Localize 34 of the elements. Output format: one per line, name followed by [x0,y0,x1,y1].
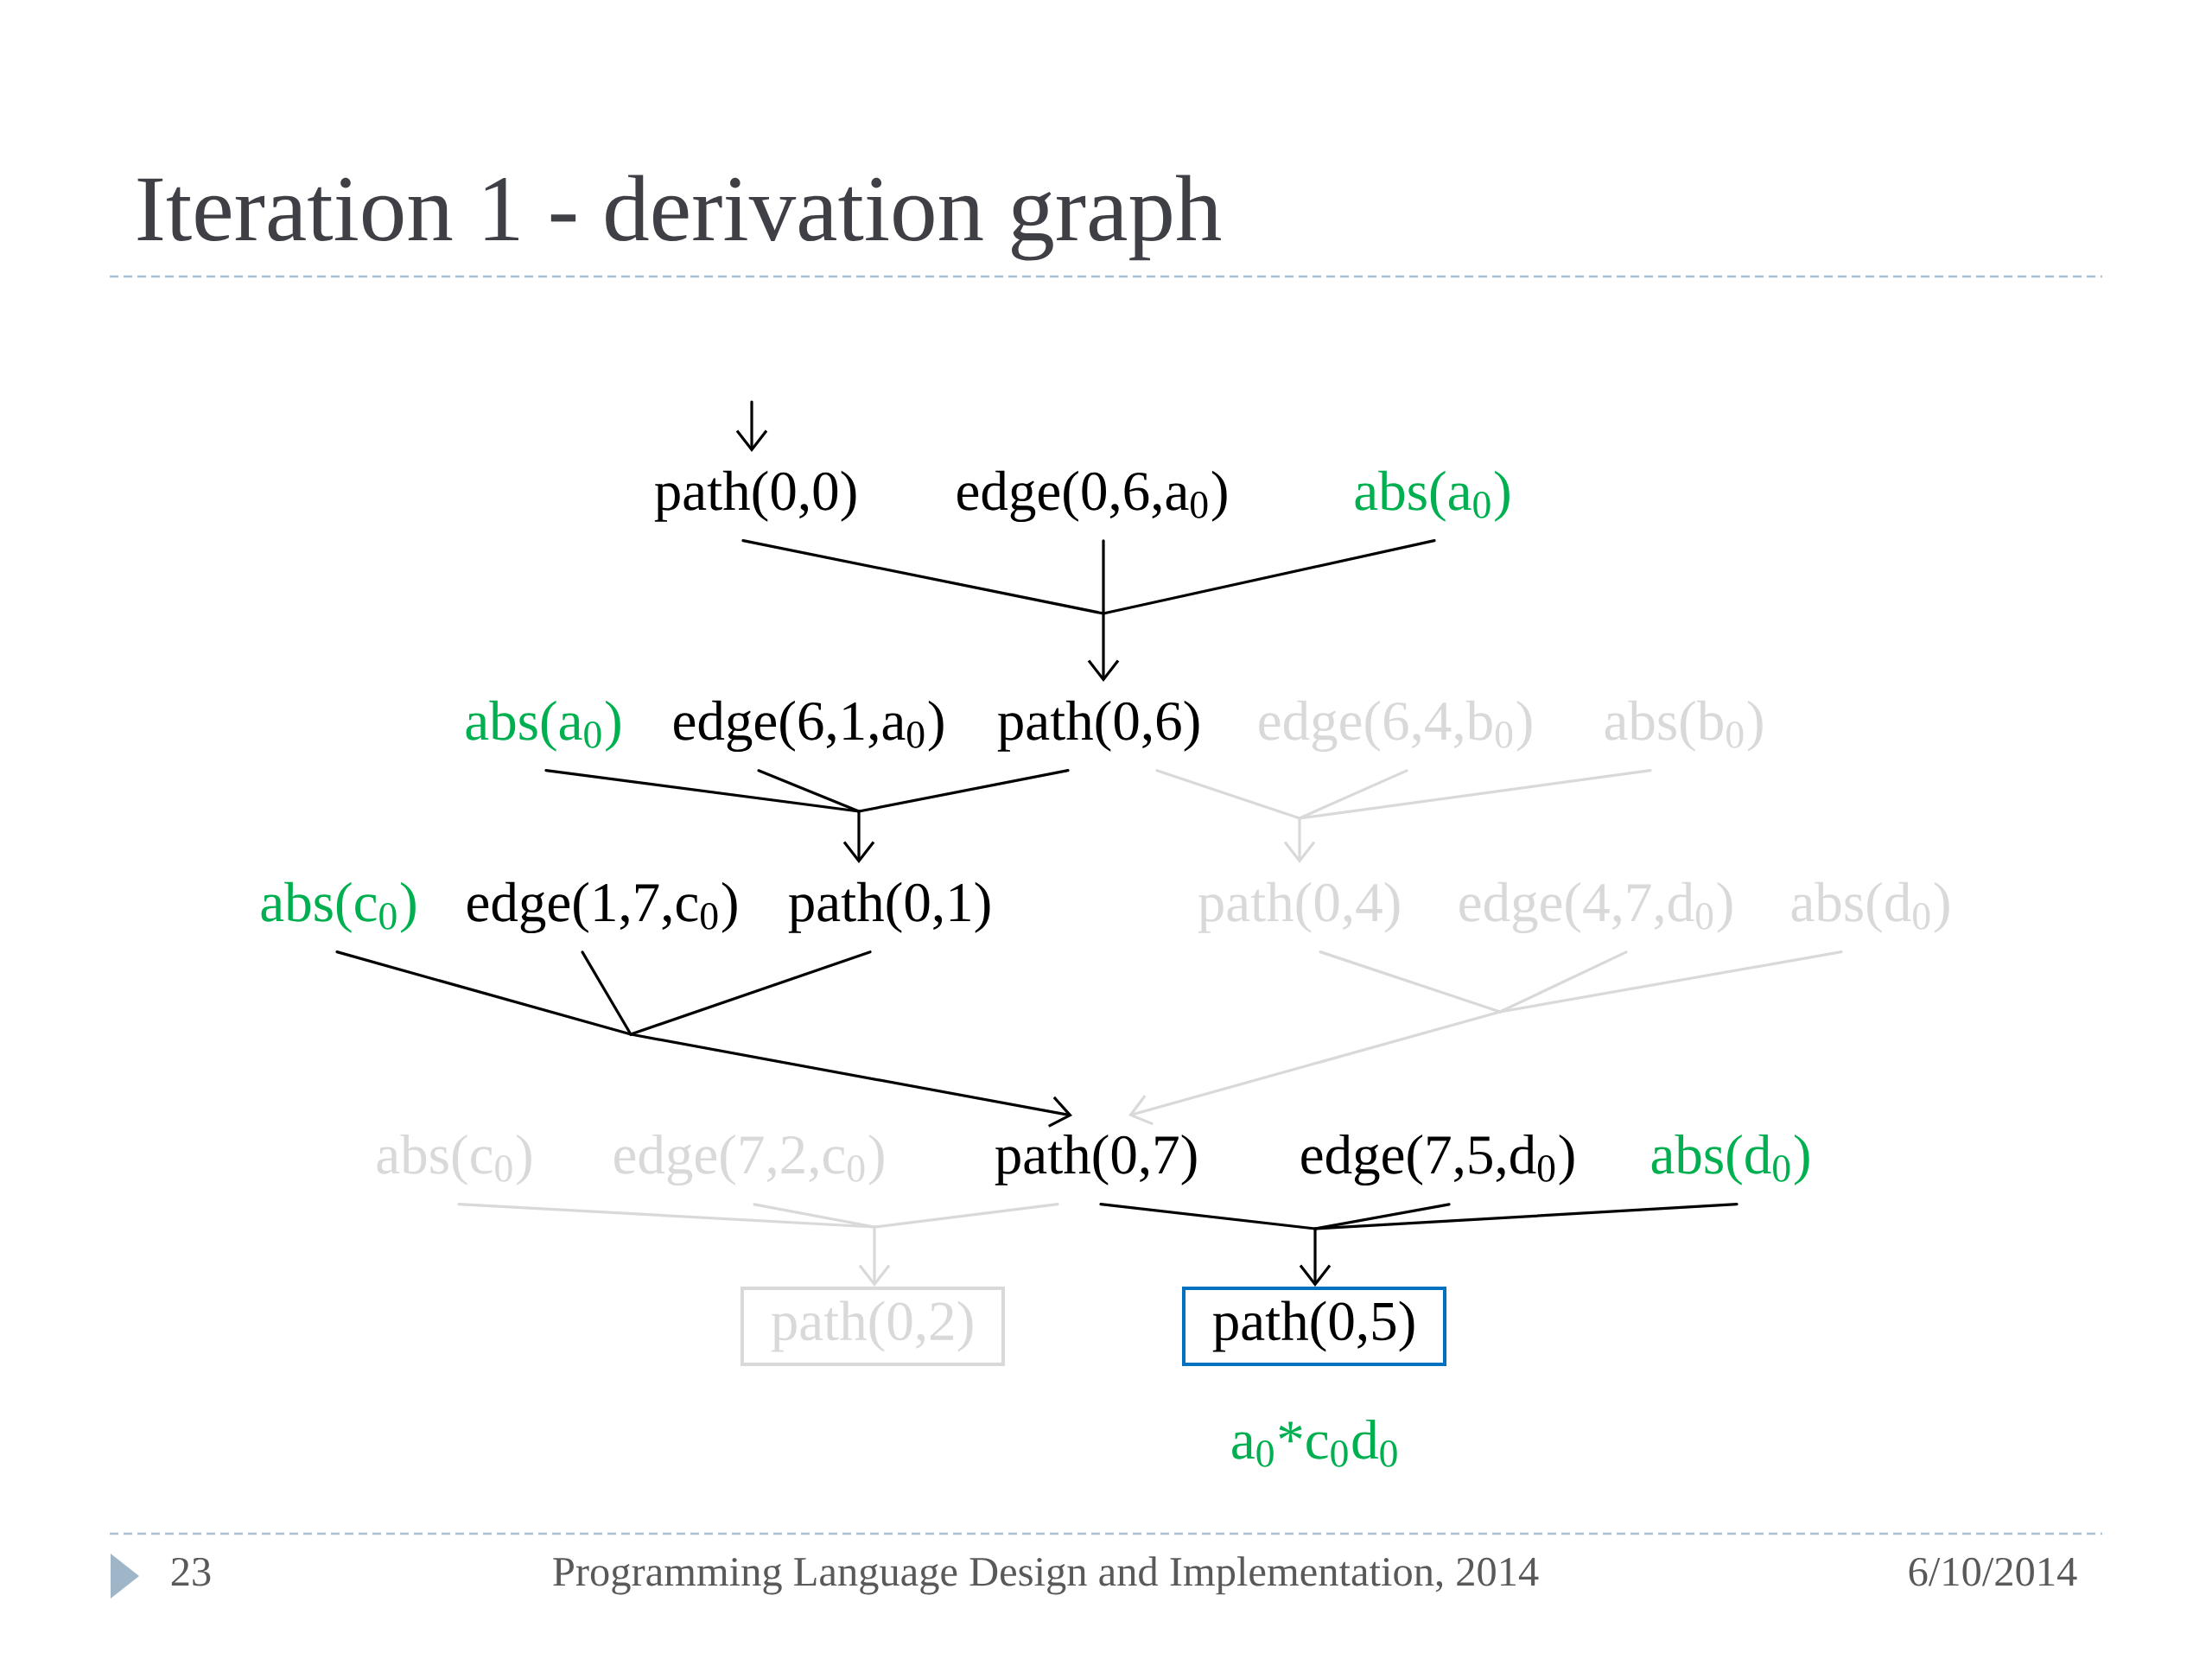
footer-text: Programming Language Design and Implementation, 2014 [553,1556,1539,1595]
branch-line [1102,539,1436,615]
branch-line [873,1203,1059,1229]
fact-label: abs(d$_{0}$) [1651,1134,1809,1185]
arrow [629,1033,1072,1128]
branch-line [857,769,1070,813]
branch-line [1099,1203,1317,1230]
branch-line [1319,950,1502,1014]
fact-label: abs(a$_{0}$) [466,700,620,752]
branch-line [1313,1203,1738,1230]
branch-line [1498,950,1843,1014]
branch-line [629,950,872,1036]
branch-line [1155,769,1301,820]
branch-line [753,1203,876,1229]
branch-line [1313,1203,1451,1230]
fact-label: path(0,0) [654,470,856,522]
branch-line [1298,769,1408,820]
fact-label: edge(1,7,c$_{0}$) [467,881,737,934]
fact-label: path(0,1) [788,881,990,933]
fact-label: edge(6,1,a$_{0}$) [674,700,944,753]
formula-label: a$_{0}$*c$_{0}$d$_{0}$ [1232,1419,1397,1467]
page-number: 23 [171,1557,211,1586]
date-text: 6/10/2014 [1909,1557,2077,1586]
fact-label: path(0,7) [995,1134,1197,1185]
fact-label: path(0,6) [997,700,1199,752]
fact-label: edge(0,6,a$_{0}$) [957,470,1227,523]
fact-label: edge(7,5,d$_{0}$) [1301,1134,1574,1186]
branch-line [757,769,861,813]
fact-label: abs(c$_{0}$) [261,881,416,933]
title: Iteration 1 - derivation graph [137,175,1221,261]
result-box: path(0,5) [1182,1287,1446,1366]
arrow [1128,1010,1502,1126]
fact-label: abs(a$_{0}$) [1355,470,1510,522]
branch-line [581,950,632,1036]
